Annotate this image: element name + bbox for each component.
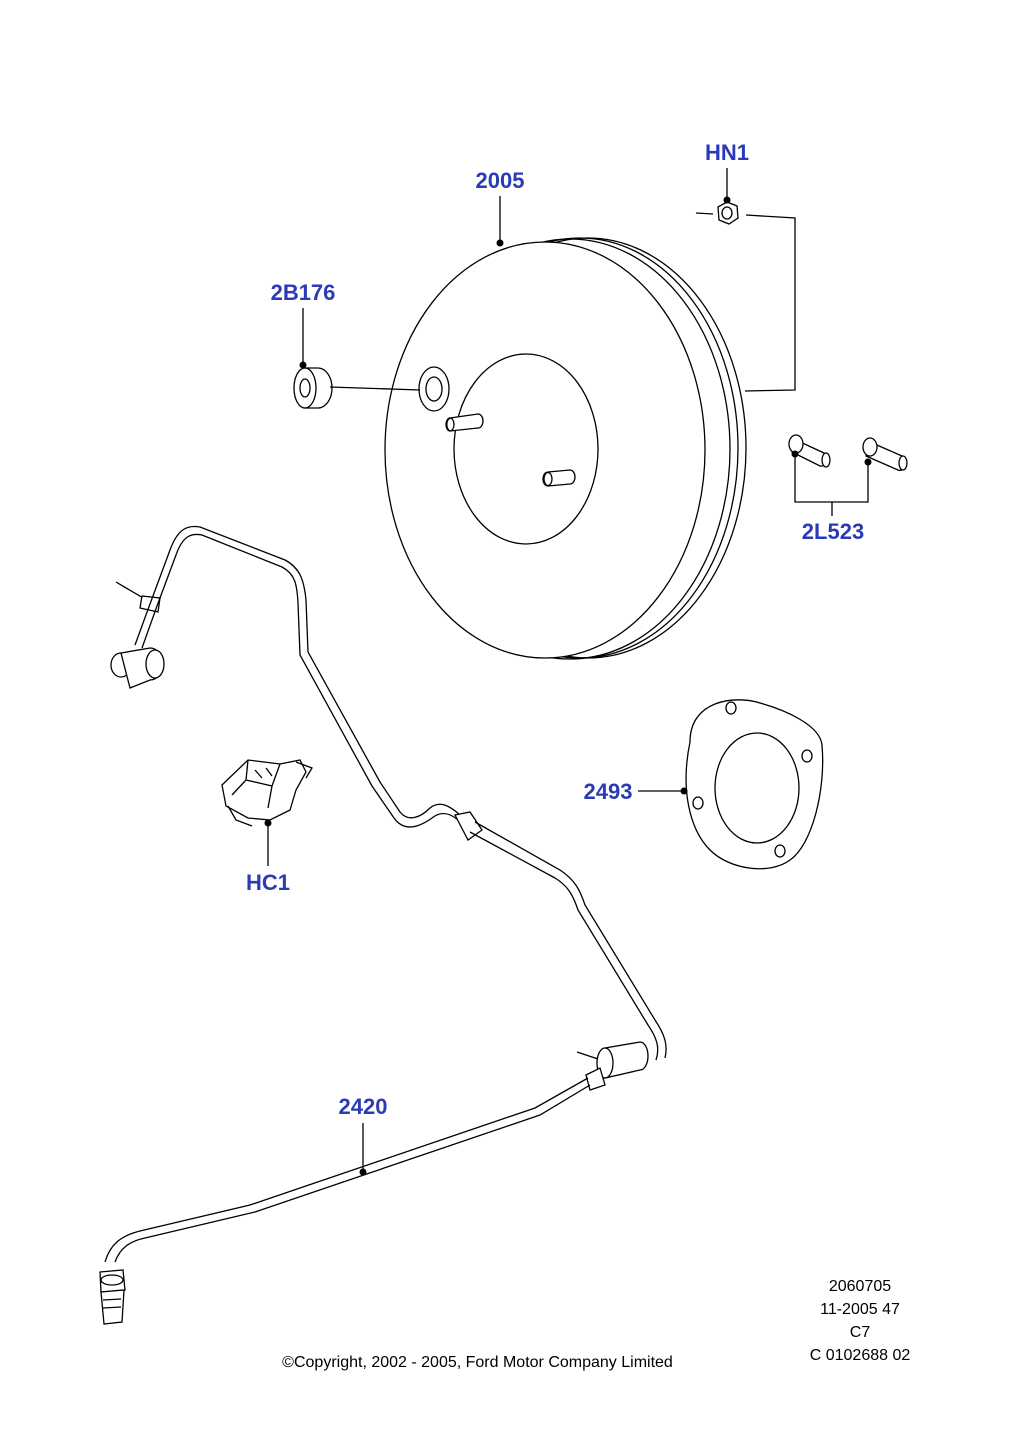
- label-2005: 2005: [476, 168, 525, 193]
- label-2493: 2493: [584, 779, 633, 804]
- vacuum-hose-2420: [99, 525, 667, 1325]
- reference-line-1: 2060705: [828, 1278, 892, 1295]
- reference-line-4: C 0102688 02: [809, 1347, 911, 1364]
- hose-clip-HC1: [221, 759, 313, 827]
- brake-booster-2005: [384, 237, 747, 660]
- reference-line-3: C7: [849, 1324, 871, 1341]
- clevis-pins-2L523: [788, 434, 908, 503]
- callouts: 2005 HN1 2B176 2L523 2493 HC1 2420: [246, 140, 872, 1176]
- reference-line-2: 11-2005 47: [820, 1301, 900, 1318]
- copyright-notice: ©Copyright, 2002 - 2005, Ford Motor Comp…: [282, 1354, 673, 1371]
- label-HN1: HN1: [705, 140, 749, 165]
- label-HC1: HC1: [246, 870, 290, 895]
- reference-block: 2060705 11-2005 47 C7 C 0102688 02: [790, 1275, 930, 1367]
- label-2L523: 2L523: [802, 519, 864, 544]
- label-2420: 2420: [339, 1094, 388, 1119]
- gasket-2493: [685, 699, 824, 870]
- label-2B176: 2B176: [271, 280, 336, 305]
- nut-HN1: [695, 201, 796, 392]
- grommet-2B176: [293, 367, 421, 409]
